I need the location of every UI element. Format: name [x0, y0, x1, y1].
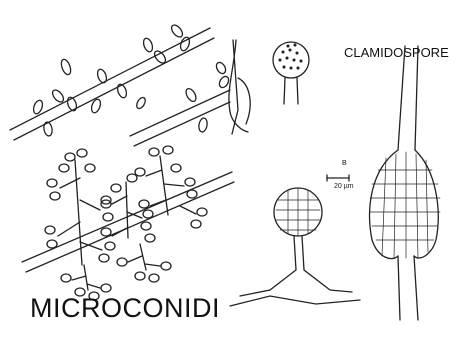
label-chlamydospores: CLAMIDOSPORE	[344, 45, 449, 60]
chlamydospore-cells	[370, 152, 440, 258]
terminal-chlamydospore-large	[230, 188, 360, 306]
hypha-vertical-right	[398, 46, 418, 320]
conidiophore-cluster-1	[45, 149, 115, 265]
terminal-spore-small-dots	[279, 44, 302, 69]
intercalary-chlamydospore-left	[229, 40, 250, 134]
scale-bar-label: 20 µm	[334, 183, 354, 190]
conidiophore-cluster-2	[101, 174, 153, 238]
panel-letter: B	[342, 160, 347, 167]
conidiophore-cluster-5	[117, 234, 171, 282]
terminal-spore-small	[273, 42, 309, 104]
scale-bar	[327, 175, 349, 181]
microconidia-right	[184, 61, 230, 133]
terminal-chlamydospore-large-cells	[276, 188, 320, 236]
label-microconidia: MICROCONIDI	[30, 293, 220, 324]
